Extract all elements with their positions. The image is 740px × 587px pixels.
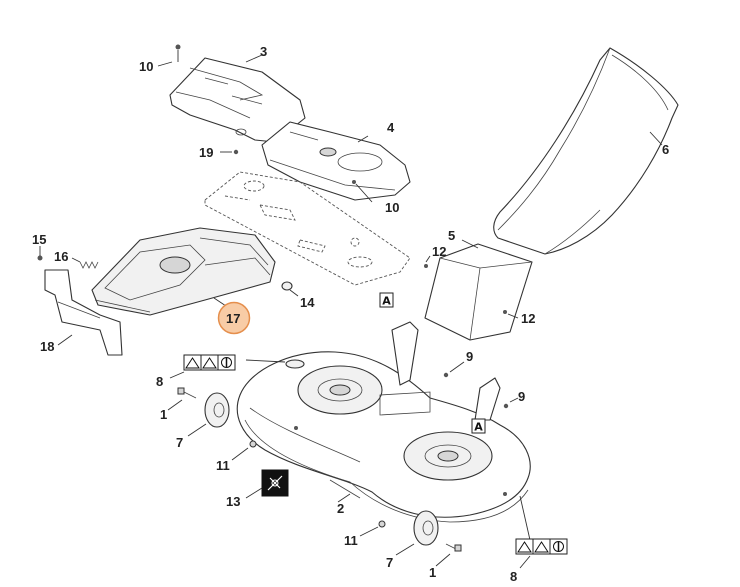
callout-12-top[interactable]: 12: [432, 244, 446, 259]
callout-1-left[interactable]: 1: [160, 407, 167, 422]
callout-12-bottom[interactable]: 12: [521, 311, 535, 326]
bracket-part-18: [44, 269, 123, 356]
reference-a-label: A: [474, 421, 483, 434]
warning-triangle-icon: [517, 541, 532, 553]
callout-13[interactable]: 13: [226, 494, 240, 509]
reference-mark-a-top: A: [379, 292, 394, 308]
discharge-chute-part-6: [493, 47, 679, 255]
callout-numbers: 10 3 6 4 19 10 15 16 5 12 12 14 17 18 9 …: [32, 44, 669, 584]
nut-part-11-left: [231, 440, 257, 461]
duct-part-17: [91, 227, 276, 316]
callout-10-bottom[interactable]: 10: [385, 200, 399, 215]
callout-14[interactable]: 14: [300, 295, 315, 310]
callout-1-right[interactable]: 1: [429, 565, 436, 580]
top-cover-part-4: [261, 121, 411, 203]
bolt-part-1-left: [167, 387, 197, 411]
warning-label-top: [183, 354, 236, 371]
bushing-part-14: [281, 281, 299, 297]
decal-part-13: [245, 469, 289, 499]
bolt-part-1-right: [435, 543, 462, 567]
warning-triangle-icon: [534, 541, 549, 553]
callout-19[interactable]: 19: [199, 145, 213, 160]
callout-3[interactable]: 3: [260, 44, 267, 59]
screw-part-19: [220, 149, 239, 155]
callout-16[interactable]: 16: [54, 249, 68, 264]
callout-5[interactable]: 5: [448, 228, 455, 243]
callout-8-left[interactable]: 8: [156, 374, 163, 389]
reference-a-label: A: [382, 295, 391, 308]
callout-9-top[interactable]: 9: [466, 349, 473, 364]
leader-part-8-bottom: [519, 555, 531, 569]
pin-part-15: [37, 246, 43, 261]
callout-9-right[interactable]: 9: [518, 389, 525, 404]
wheel-part-7-right: [395, 510, 439, 556]
callout-2[interactable]: 2: [337, 501, 344, 516]
callout-6[interactable]: 6: [662, 142, 669, 157]
callout-7-right[interactable]: 7: [386, 555, 393, 570]
callout-11-right[interactable]: 11: [344, 533, 358, 548]
hearing-protection-icon: [221, 357, 232, 368]
warning-label-bottom: [515, 538, 568, 555]
warning-triangle-icon: [202, 357, 217, 369]
mounting-plate-dashed: [204, 171, 411, 286]
reference-mark-a-bottom: A: [471, 418, 486, 434]
callout-15[interactable]: 15: [32, 232, 46, 247]
callout-7-left[interactable]: 7: [176, 435, 183, 450]
hearing-protection-icon: [553, 541, 564, 552]
nut-part-11-right: [359, 520, 386, 537]
screw-part-9-b: [503, 397, 519, 409]
callout-8-bottom[interactable]: 8: [510, 569, 517, 584]
warning-triangle-icon: [185, 357, 200, 369]
spring-part-16: [71, 257, 99, 269]
callout-11-left[interactable]: 11: [216, 458, 230, 473]
callout-18[interactable]: 18: [40, 339, 54, 354]
chute-adapter-part-5: [424, 239, 533, 341]
screw-part-9-a: [443, 361, 465, 378]
callout-10-top[interactable]: 10: [139, 59, 153, 74]
callout-4[interactable]: 4: [387, 120, 395, 135]
highlight-circle-part-17[interactable]: [217, 301, 251, 335]
leader-part-8-top: [245, 359, 286, 363]
callout-17[interactable]: 17: [226, 311, 240, 326]
mower-deck-part-2: [236, 321, 531, 523]
wheel-part-7-left: [187, 392, 230, 437]
leader-part-8-deck: [519, 495, 531, 541]
leader-part-8-left: [169, 371, 185, 379]
